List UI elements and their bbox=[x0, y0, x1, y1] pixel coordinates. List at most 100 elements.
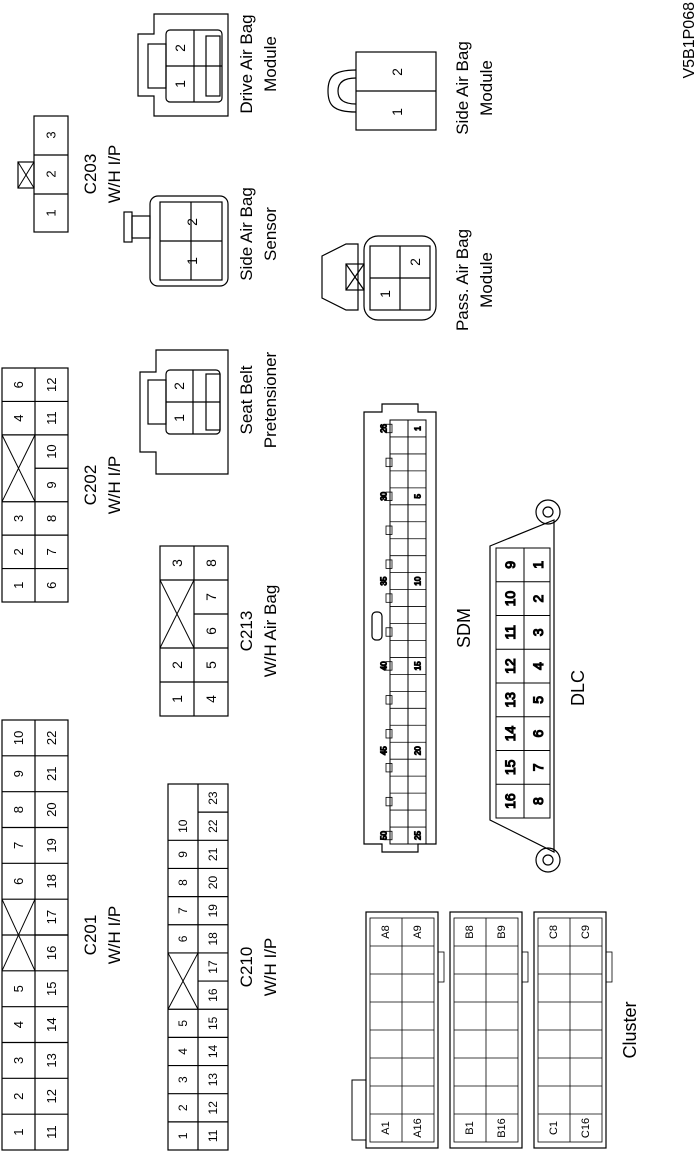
c210-pin-10: 10 bbox=[176, 819, 190, 833]
pass-module-pin-1: 1 bbox=[377, 290, 393, 298]
c213-pin-7: 7 bbox=[203, 593, 219, 601]
c213-pin-3: 3 bbox=[169, 559, 185, 567]
sdm-label: SDM bbox=[454, 608, 474, 648]
dlc-pin-14: 14 bbox=[502, 726, 518, 742]
c210-pin-21: 21 bbox=[206, 847, 220, 861]
c213-pin-5: 5 bbox=[203, 661, 219, 669]
c210-pin-5: 5 bbox=[176, 1020, 190, 1027]
c210-pin-14: 14 bbox=[206, 1044, 220, 1058]
c210-pin-15: 15 bbox=[206, 1016, 220, 1030]
cluster-pin-B1: B1 bbox=[464, 1121, 476, 1134]
c201-pin-15: 15 bbox=[44, 982, 59, 996]
c210-pin-7: 7 bbox=[176, 907, 190, 914]
c210-pin-23: 23 bbox=[206, 791, 220, 805]
dlc-pin-3: 3 bbox=[530, 628, 546, 636]
c210-pin-19: 19 bbox=[206, 904, 220, 918]
sdm-mark-26: 26 bbox=[380, 423, 389, 432]
seat-belt-pretensioner-connector bbox=[139, 349, 229, 475]
c201-pin-10: 10 bbox=[11, 731, 26, 745]
c210-label: C210 bbox=[237, 947, 256, 988]
c202-pin-1-t: 1 bbox=[11, 582, 26, 589]
c210-pin-6: 6 bbox=[176, 935, 190, 942]
c202-pin-6-b: 6 bbox=[44, 582, 59, 589]
c201-pin-19: 19 bbox=[44, 838, 59, 852]
c201-pin-2: 2 bbox=[11, 1093, 26, 1100]
c202-label: C202 bbox=[81, 465, 100, 506]
cluster-pin-C16: C16 bbox=[580, 1118, 592, 1138]
c210-pin-12: 12 bbox=[206, 1101, 220, 1115]
c201-pin-1: 1 bbox=[11, 1128, 26, 1135]
sdm-mark-10: 10 bbox=[414, 576, 423, 585]
dlc-pin-6: 6 bbox=[530, 730, 546, 738]
dlc-pin-15: 15 bbox=[502, 759, 518, 775]
side-module-label-2: Module bbox=[477, 60, 496, 116]
drive-module-pin-1: 1 bbox=[172, 80, 188, 88]
sdm-mark-30: 30 bbox=[380, 491, 389, 500]
c202-pin-9-b: 9 bbox=[44, 481, 59, 488]
dlc-pin-1: 1 bbox=[530, 561, 546, 569]
cluster-pin-B8: B8 bbox=[464, 925, 476, 938]
c203-label: C203 bbox=[81, 154, 100, 195]
c210-pin-20: 20 bbox=[206, 876, 220, 890]
side-sensor-pin-1: 1 bbox=[184, 257, 200, 265]
c210-pin-8: 8 bbox=[176, 879, 190, 886]
c202-pin-7-b: 7 bbox=[44, 548, 59, 555]
c201-pin-3: 3 bbox=[11, 1057, 26, 1064]
c201-pin-5: 5 bbox=[11, 985, 26, 992]
c201-pin-21: 21 bbox=[44, 767, 59, 781]
c201-label: C201 bbox=[81, 915, 100, 956]
c210-pin-18: 18 bbox=[206, 932, 220, 946]
c210-pin-2: 2 bbox=[176, 1104, 190, 1111]
dlc-pin-16: 16 bbox=[502, 793, 518, 809]
side-module-pin-1: 1 bbox=[389, 108, 405, 116]
pass-module-label-2: Module bbox=[477, 252, 496, 308]
c213-pin-2: 2 bbox=[169, 661, 185, 669]
c201-pin-6: 6 bbox=[11, 878, 26, 885]
c210-pin-16: 16 bbox=[206, 988, 220, 1002]
cluster-pin-C9: C9 bbox=[580, 925, 592, 939]
c201-sublabel: W/H I/P bbox=[105, 906, 124, 965]
c202-sublabel: W/H I/P bbox=[105, 456, 124, 515]
c202-pin-4-t: 4 bbox=[11, 415, 26, 422]
c201-pin-9: 9 bbox=[11, 770, 26, 777]
sdm-mark-5: 5 bbox=[414, 494, 423, 499]
c210-pin-11: 11 bbox=[206, 1129, 220, 1142]
c201-pin-18: 18 bbox=[44, 874, 59, 888]
dlc-pin-4: 4 bbox=[530, 662, 546, 670]
c210-sublabel: W/H I/P bbox=[261, 938, 280, 997]
c202-pin-10-b: 10 bbox=[44, 444, 59, 458]
cluster-pin-B9: B9 bbox=[496, 925, 508, 938]
dlc-pin-13: 13 bbox=[502, 692, 518, 708]
c210-pin-4: 4 bbox=[176, 1048, 190, 1055]
sdm-mark-1: 1 bbox=[414, 426, 423, 431]
cluster-pin-C8: C8 bbox=[548, 925, 560, 939]
connector-c203: 123 bbox=[17, 115, 69, 233]
c201-pin-11: 11 bbox=[44, 1125, 59, 1139]
cluster-pin-A9: A9 bbox=[412, 925, 424, 938]
dlc-pin-11: 11 bbox=[502, 625, 518, 640]
c202-pin-8-b: 8 bbox=[44, 515, 59, 522]
side-module-pin-2: 2 bbox=[389, 68, 405, 76]
c210-pin-13: 13 bbox=[206, 1073, 220, 1087]
sdm-mark-15: 15 bbox=[414, 661, 423, 670]
pass-air-bag-module-connector bbox=[321, 235, 437, 321]
seat-belt-pin-1: 1 bbox=[171, 414, 187, 422]
c210-pin-1: 1 bbox=[176, 1132, 190, 1139]
cluster-label: Cluster bbox=[620, 1001, 640, 1058]
side-module-label-1: Side Air Bag bbox=[453, 41, 472, 135]
cluster-pin-A1: A1 bbox=[380, 1121, 392, 1134]
dlc-pin-2: 2 bbox=[530, 595, 546, 603]
c210-pin-22: 22 bbox=[206, 819, 220, 833]
c203-pin-1: 1 bbox=[44, 209, 59, 216]
sdm-mark-35: 35 bbox=[380, 576, 389, 585]
c201-pin-16: 16 bbox=[44, 946, 59, 960]
dlc-pin-9: 9 bbox=[502, 561, 518, 569]
c203-sublabel: W/H I/P bbox=[105, 145, 124, 204]
c202-pin-12-b: 12 bbox=[44, 377, 59, 391]
